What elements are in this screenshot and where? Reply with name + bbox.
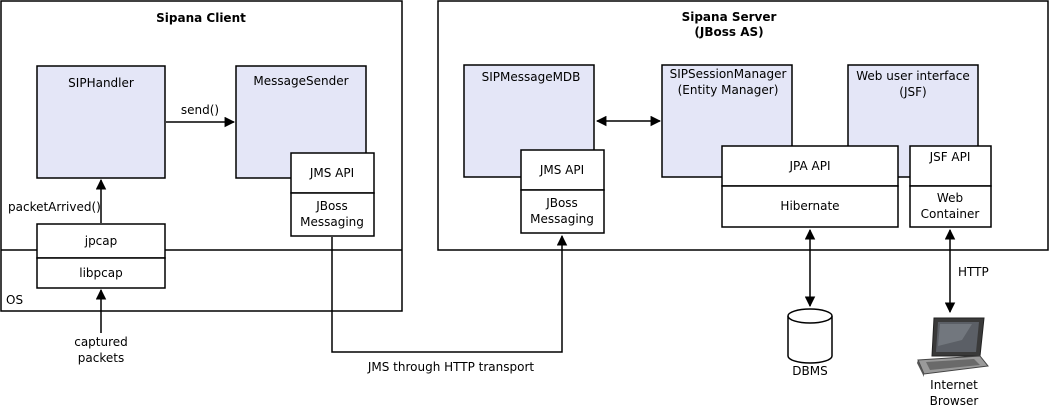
hibernate-box [721,185,899,228]
captured-packets-label-1: captured [74,335,128,349]
hibernate-label: Hibernate [780,199,839,213]
packet-arrived-label: packetArrived() [8,200,101,214]
jpa-api-label: JPA API [788,159,830,173]
dbms-label: DBMS [792,364,827,378]
server-jms-api-label: JMS API [539,163,584,177]
database-icon [787,308,833,364]
session-manager-label-2: (Entity Manager) [678,83,779,97]
browser-label-2: Browser [930,394,979,408]
sip-handler-box [36,65,166,179]
web-ui-label-1: Web user interface [856,69,969,83]
web-ui-label-2: (JSF) [899,85,926,99]
jpa-api-box [721,145,899,187]
os-label: OS [6,293,23,307]
web-container-label-1: Web [937,191,963,205]
laptop-icon [917,317,989,377]
server-jms-api-box [520,149,605,191]
libpcap-box [36,257,166,289]
jms-transport-connector [331,234,568,353]
libpcap-label: libpcap [79,266,122,280]
message-sender-label: MessageSender [253,74,348,88]
web-container-label-2: Container [921,207,980,221]
server-title-2: (JBoss AS) [694,25,763,39]
sip-message-mdb-label: SIPMessageMDB [482,70,581,84]
client-jms-api-box [290,152,375,194]
jms-transport-label: JMS through HTTP transport [367,360,535,374]
send-label: send() [181,103,219,117]
client-jboss-messaging-box [290,192,375,237]
sip-handler-label: SIPHandler [68,76,134,90]
server-jboss-messaging-box [520,189,605,234]
client-jms-api-label: JMS API [309,166,354,180]
browser-label-1: Internet [930,378,978,392]
session-manager-label-1: SIPSessionManager [670,67,787,81]
server-jboss-label-1: JBoss [545,196,578,210]
jpcap-box [36,223,166,259]
web-container-box [909,185,992,228]
server-title-1: Sipana Server [682,10,777,24]
jsf-api-label: JSF API [929,150,971,164]
client-jboss-label-1: JBoss [315,199,348,213]
client-title: Sipana Client [156,11,246,25]
jpcap-label: jpcap [84,234,118,248]
http-label: HTTP [958,265,989,279]
jsf-api-box [909,145,992,187]
server-jboss-label-2: Messaging [530,212,594,226]
captured-packets-label-2: packets [78,351,124,365]
client-jboss-label-2: Messaging [300,215,364,229]
